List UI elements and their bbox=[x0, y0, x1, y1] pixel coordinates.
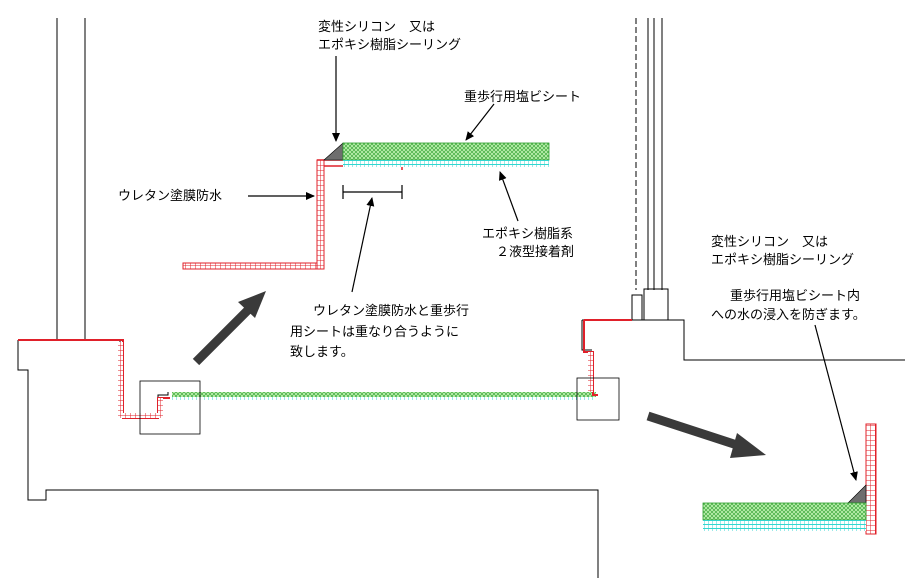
right-window-frame bbox=[581, 18, 905, 361]
pvc-sheet-enlarged bbox=[342, 142, 550, 161]
sealant-right-label-1: 変性シリコン 又は bbox=[711, 234, 828, 250]
leader-lines bbox=[248, 56, 858, 481]
sealant-fillet-right bbox=[847, 484, 867, 504]
detail-right-enlarged bbox=[702, 423, 877, 535]
overlap-note-2: 用シートは重なり合うように bbox=[290, 324, 459, 340]
sealant-right-label-2: エポキシ樹脂シーリング bbox=[711, 253, 854, 268]
detail-frame-right bbox=[576, 377, 620, 421]
sealant-fillet-left bbox=[323, 142, 344, 161]
urethane-coating-left bbox=[18, 339, 170, 419]
zoom-arrow-up bbox=[192, 291, 266, 366]
detail-left-enlarged bbox=[182, 142, 550, 270]
overlap-note-1: ウレタン塗膜防水と重歩行 bbox=[313, 303, 469, 319]
sealant-top-label-1: 変性シリコン 又は bbox=[318, 19, 435, 35]
sealant-top-label-2: エポキシ樹脂シーリング bbox=[318, 38, 461, 53]
adhesive-layer-right bbox=[703, 520, 866, 531]
overlap-note-3: 致します。 bbox=[290, 345, 354, 360]
adhesive-layer-enlarged bbox=[343, 160, 549, 167]
zoom-arrow-down bbox=[646, 411, 766, 458]
epoxy-label-1: エポキシ樹脂系 bbox=[482, 227, 573, 242]
pvc-sheet-right bbox=[702, 502, 867, 521]
epoxy-label-2: ２液型接着剤 bbox=[496, 244, 574, 260]
pvc-sheet-label: 重歩行用塩ビシート bbox=[464, 89, 581, 105]
water-note-2: への水の浸入を防ぎます。 bbox=[711, 307, 866, 323]
main-pvc-sheet bbox=[172, 392, 596, 400]
detail-frame-left bbox=[139, 380, 201, 435]
water-note-1: 重歩行用塩ビシート内 bbox=[730, 288, 860, 304]
urethane-label: ウレタン塗膜防水 bbox=[118, 188, 222, 204]
urethane-coating-right bbox=[583, 319, 632, 396]
